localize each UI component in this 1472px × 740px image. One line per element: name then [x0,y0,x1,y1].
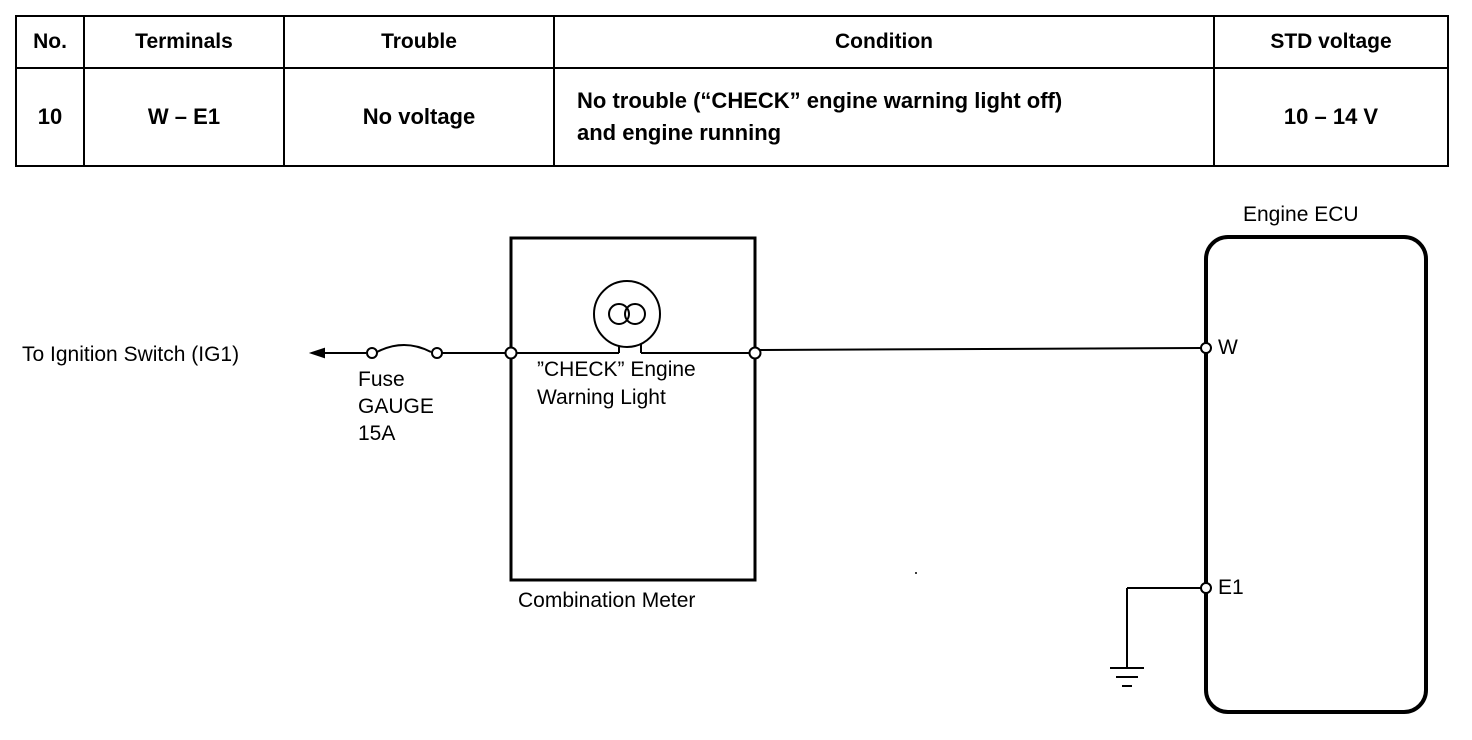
header-trouble: Trouble [283,15,555,69]
lamp-filament-right [624,303,646,325]
warning-lamp-bulb [593,280,661,348]
terminal-w-label: W [1218,336,1238,359]
wire-meter-to-ecu-w [759,347,1202,351]
cell-terminals: W – E1 [83,67,285,167]
header-std-voltage: STD voltage [1213,15,1449,69]
fuse-terminal-right [431,347,443,359]
spec-table: No. Terminals Trouble Condition STD volt… [15,15,1449,167]
ignition-switch-label: To Ignition Switch (IG1) [22,343,240,366]
ignition-arrow-icon [308,347,325,359]
fuse-label-1: Fuse [358,368,405,391]
cell-trouble: No voltage [283,67,555,167]
ecu-terminal-e1 [1200,582,1212,594]
ecu-terminal-w [1200,342,1212,354]
engine-ecu-box [1204,235,1428,714]
cell-std-voltage: 10 – 14 V [1213,67,1449,167]
header-condition: Condition [553,15,1215,69]
meter-terminal-right [748,346,762,360]
condition-line-1: No trouble (“CHECK” engine warning light… [577,88,1063,113]
fuse-terminal-left [366,347,378,359]
warning-lamp-label-2: Warning Light [537,386,666,409]
combination-meter-label: Combination Meter [518,589,696,612]
speck-mark [915,572,917,574]
warning-lamp-label-1: ”CHECK” Engine [537,358,696,381]
fuse-label-2: GAUGE [358,395,434,418]
cell-no: 10 [15,67,85,167]
condition-line-2: and engine running [577,120,782,145]
fuse-label-3: 15A [358,422,396,445]
table-header-row: No. Terminals Trouble Condition STD volt… [15,15,1449,69]
lamp-filament-left [608,303,630,325]
header-terminals: Terminals [83,15,285,69]
table-row: 10 W – E1 No voltage No trouble (“CHECK”… [15,67,1449,167]
terminal-e1-label: E1 [1218,576,1244,599]
engine-ecu-label: Engine ECU [1243,203,1359,226]
meter-terminal-left [504,346,518,360]
fuse-element [376,344,432,353]
cell-condition: No trouble (“CHECK” engine warning light… [553,67,1215,167]
combination-meter-box [509,236,757,582]
ground-icon [1110,667,1144,687]
header-no: No. [15,15,85,69]
